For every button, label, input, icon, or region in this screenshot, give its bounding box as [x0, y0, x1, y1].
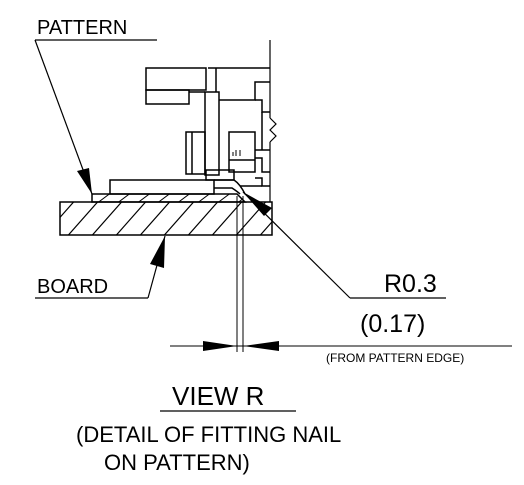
section-break-line: [269, 40, 277, 202]
connector-stem: [204, 91, 220, 176]
board-hatching: [60, 202, 272, 235]
dimension-geometry: [170, 196, 512, 352]
radius-leader-arrow: [243, 192, 272, 216]
connector-body: [145, 67, 270, 187]
arrow-left: [203, 341, 237, 351]
nail-bend: [214, 179, 246, 195]
connector-step-block: [145, 89, 190, 105]
view-title: VIEW R: [172, 381, 264, 411]
fitting-nail: [109, 169, 246, 195]
pattern-leader-arrow: [77, 168, 92, 194]
nail-body: [109, 179, 215, 195]
hidden-lines: [232, 150, 241, 156]
pattern-leader: [34, 39, 157, 195]
connector-nail-housing: [228, 131, 256, 173]
connector-top-block: [145, 67, 207, 91]
arrow-right: [243, 341, 279, 351]
radius-label: R0.3: [384, 270, 437, 298]
pattern-label: PATTERN: [37, 17, 127, 39]
connector-lower-housing: [185, 131, 206, 175]
radius-reference-label: (0.17): [360, 310, 425, 338]
caption-line-2: ON PATTERN): [104, 450, 250, 475]
board-label: BOARD: [37, 276, 108, 298]
dimension-arrows: [203, 341, 279, 351]
from-pattern-edge-note: (FROM PATTERN EDGE): [326, 351, 464, 365]
board-leader-arrow: [150, 236, 165, 268]
caption-line-1: (DETAIL OF FITTING NAIL: [76, 422, 341, 447]
